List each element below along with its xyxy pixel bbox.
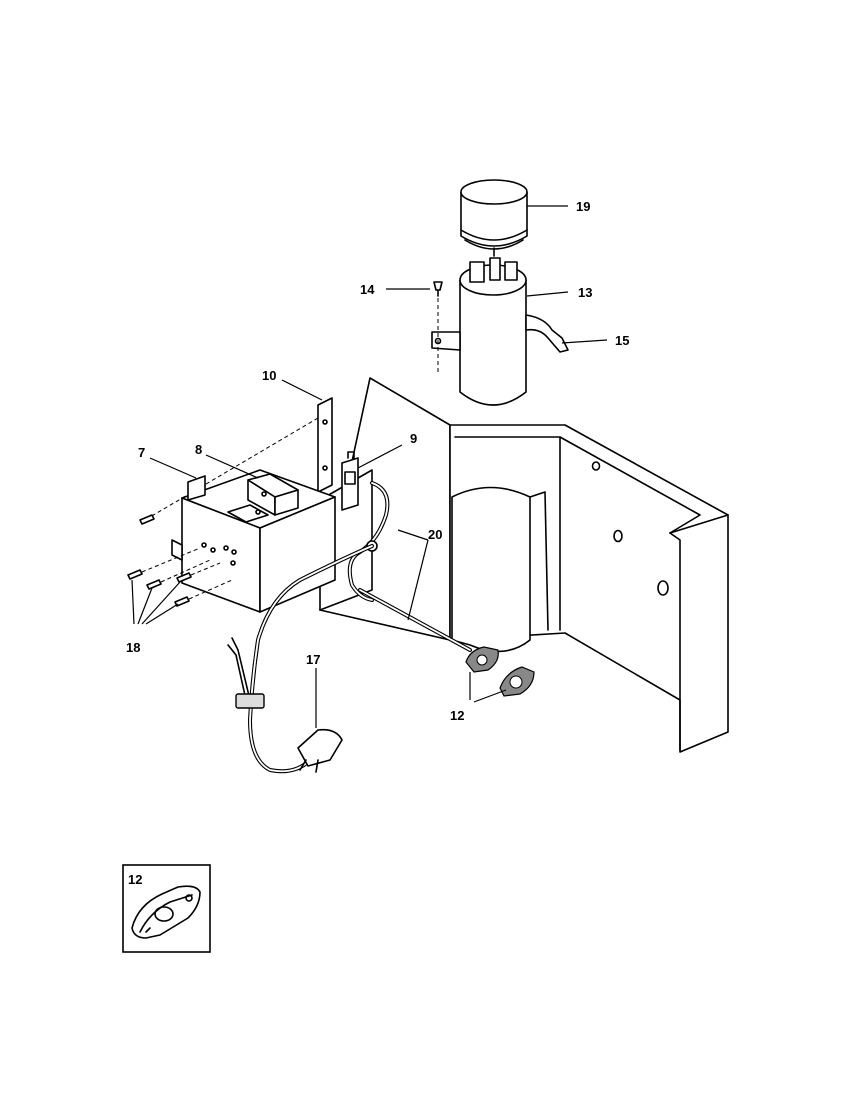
callout-10: 10 xyxy=(262,368,276,383)
callout-7: 7 xyxy=(138,445,145,460)
callout-20: 20 xyxy=(428,527,442,542)
mounting-strap xyxy=(431,314,569,353)
inset-box: 12 xyxy=(122,864,211,953)
bracket xyxy=(144,397,333,521)
thermal-cutoff-inset xyxy=(131,885,201,939)
screws-18 xyxy=(127,514,233,607)
callout-12: 12 xyxy=(450,708,464,723)
capacitor xyxy=(459,247,527,406)
callout-13: 13 xyxy=(578,285,592,300)
callout-18: 18 xyxy=(126,640,140,655)
callout-19: 19 xyxy=(576,199,590,214)
leader-lines xyxy=(131,205,608,728)
callout-15: 15 xyxy=(615,333,629,348)
callout-9: 9 xyxy=(410,431,417,446)
switch xyxy=(341,451,359,511)
back-panel xyxy=(319,377,729,753)
relay xyxy=(227,473,299,523)
thermal-cutoff-a xyxy=(465,646,499,673)
callout-14: 14 xyxy=(360,282,375,297)
callout-8: 8 xyxy=(195,442,202,457)
inset-label: 12 xyxy=(128,872,142,887)
capacitor-cap xyxy=(460,179,528,250)
power-cord xyxy=(227,544,374,774)
callout-17: 17 xyxy=(306,652,320,667)
thermal-cutoff-b xyxy=(499,666,535,697)
screw-14 xyxy=(433,281,443,372)
